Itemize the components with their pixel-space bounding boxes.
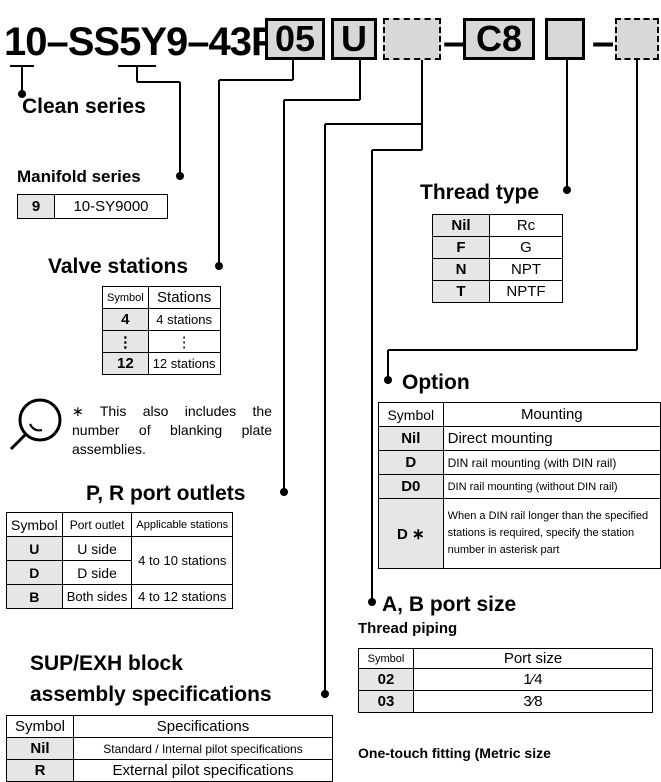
table-cell: 4 to 12 stations — [131, 584, 234, 609]
sup-exh-title-line2: assembly specifications — [30, 683, 272, 706]
table-cell: G — [489, 236, 563, 259]
table-cell: When a DIN rail longer than the specifie… — [442, 498, 661, 569]
table-cell: 4 stations — [147, 308, 221, 331]
table-cell: DIN rail mounting (with DIN rail) — [442, 450, 661, 475]
table-cell: B — [6, 584, 63, 609]
code-box-thread-type-blank — [545, 18, 585, 60]
table-header: Mounting — [442, 402, 661, 427]
table-cell: NPT — [489, 258, 563, 281]
table-cell: 1⁄4 — [413, 668, 653, 691]
table-cell: Both sides — [61, 584, 133, 609]
table-cell: D side — [61, 560, 133, 585]
table-cell: T — [432, 280, 490, 303]
table-cell: D0 — [378, 474, 444, 499]
table-header: Symbol — [378, 402, 444, 427]
option-title: Option — [402, 371, 470, 394]
table-cell: NPTF — [489, 280, 563, 303]
table-header: Symbol — [6, 715, 74, 738]
table-header: Port size — [413, 648, 653, 669]
table-cell: Nil — [6, 737, 74, 760]
magnifier-icon — [9, 398, 62, 451]
table-cell: Direct mounting — [442, 426, 661, 451]
code-box-port-size: C8 — [463, 18, 535, 60]
table-cell: U — [6, 536, 63, 561]
thread-type-title: Thread type — [420, 181, 540, 204]
table-cell: 02 — [358, 668, 414, 691]
code-dash: – — [443, 20, 465, 64]
table-cell: 12 — [102, 352, 149, 375]
table-cell: ⋮ — [147, 330, 221, 353]
ab-port-title: A, B port size — [382, 593, 517, 616]
table-cell: D — [6, 560, 63, 585]
table-cell: DIN rail mounting (without DIN rail) — [442, 474, 661, 499]
table-cell: D ∗ — [378, 498, 444, 569]
code-box-valve-stations: 05 — [265, 18, 325, 60]
code-dash-2: – — [592, 20, 614, 64]
table-cell: 4 — [102, 308, 149, 331]
manifold-series-title: Manifold series — [17, 167, 141, 186]
table-cell: 3⁄8 — [413, 690, 653, 713]
code-box-port-outlet: U — [331, 18, 377, 60]
table-header: Symbol — [6, 512, 63, 537]
manifold-value: 10-SY9000 — [54, 194, 168, 219]
code-box-sup-exh-blank — [383, 18, 441, 60]
one-touch-fitting-heading: One-touch fitting (Metric size — [358, 745, 551, 761]
pr-port-title: P, R port outlets — [86, 482, 246, 505]
table-cell: U side — [61, 536, 133, 561]
sup-exh-title-line1: SUP/EXH block — [30, 652, 183, 675]
table-cell: ⋮ — [102, 330, 149, 353]
table-cell: R — [6, 759, 74, 782]
manifold-symbol: 9 — [17, 194, 55, 219]
blanking-plate-note: ∗ This also includes the number of blank… — [72, 403, 272, 457]
table-header: Specifications — [73, 715, 333, 738]
table-cell: Nil — [432, 214, 490, 237]
table-header: Applicable stations — [131, 512, 234, 537]
manifold-table: 9 10-SY9000 — [17, 194, 168, 219]
table-cell: F — [432, 236, 490, 259]
table-cell: Standard / Internal pilot specifications — [73, 737, 333, 760]
code-box-option-blank — [615, 18, 659, 60]
table-cell: D — [378, 450, 444, 475]
ab-port-subtitle: Thread piping — [358, 620, 458, 637]
table-cell: 03 — [358, 690, 414, 713]
model-code-prefix: 10–SS5Y9–43P– — [4, 20, 299, 64]
valve-stations-title: Valve stations — [48, 255, 189, 278]
table-header: Stations — [147, 286, 221, 309]
table-cell: 4 to 10 stations — [131, 536, 234, 585]
pr-port-table: Symbol Port outlet Applicable stations U… — [6, 512, 234, 609]
table-cell: 12 stations — [147, 352, 221, 375]
table-cell: N — [432, 258, 490, 281]
table-header: Symbol — [358, 648, 414, 669]
table-header: Port outlet — [61, 512, 133, 537]
table-cell: External pilot specifications — [73, 759, 333, 782]
clean-series-label: Clean series — [22, 95, 146, 118]
table-header: Symbol — [102, 286, 149, 309]
table-cell: Nil — [378, 426, 444, 451]
table-cell: Rc — [489, 214, 563, 237]
